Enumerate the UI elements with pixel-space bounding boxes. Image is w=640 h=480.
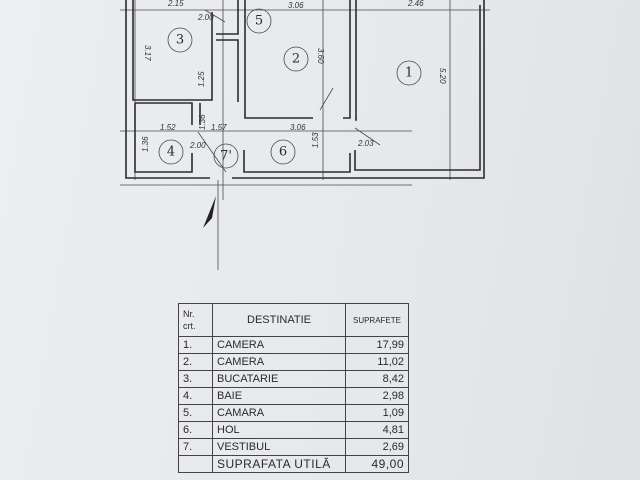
dimension-label: 1.53 xyxy=(311,132,320,148)
door-swing xyxy=(319,87,334,111)
dimension-label: 3.06 xyxy=(288,1,304,10)
row-nr: 5. xyxy=(178,404,213,422)
room-number-5: 5 xyxy=(255,14,263,29)
row-nr: 4. xyxy=(178,387,213,405)
row-suprafata: 2,69 xyxy=(345,438,409,456)
room-marker-6 xyxy=(270,139,296,165)
row-suprafata: 4,81 xyxy=(345,421,409,439)
kitchen-wall xyxy=(132,0,239,102)
dimension-label: 5.20 xyxy=(438,68,447,84)
row-destinatie: BAIE xyxy=(212,387,346,405)
total-label: SUPRAFATA UTILĂ xyxy=(212,455,346,473)
dimension-label: 1.25 xyxy=(197,71,206,87)
lower-walls xyxy=(134,5,481,173)
row-nr: 7. xyxy=(178,438,213,456)
north-arrow-icon xyxy=(203,196,216,228)
row-nr: 6. xyxy=(178,421,213,439)
dimension-label: 2.00 xyxy=(197,13,214,22)
row-destinatie: CAMARA xyxy=(212,404,346,422)
dimension-label: 3.06 xyxy=(290,123,306,132)
row-suprafata: 11,02 xyxy=(345,353,409,371)
row-suprafata: 8,42 xyxy=(345,370,409,388)
row-suprafata: 1,09 xyxy=(345,404,409,422)
room-number-3: 3 xyxy=(176,33,184,48)
row-nr: 3. xyxy=(178,370,213,388)
room-number-4: 4 xyxy=(167,145,175,160)
room-number-2: 2 xyxy=(292,52,300,67)
dimension-label: 1.36 xyxy=(198,114,207,130)
room-number-6: 6 xyxy=(279,145,287,160)
dimension-label: 2.46 xyxy=(407,0,424,8)
header-nr: Nr. crt. xyxy=(178,303,213,337)
row-destinatie: HOL xyxy=(212,421,346,439)
room-marker-7 xyxy=(213,143,239,169)
row-destinatie: CAMERA xyxy=(212,336,346,354)
room-number-1: 1 xyxy=(405,66,413,81)
outer-wall xyxy=(125,0,485,179)
door-swing xyxy=(204,9,226,23)
room-marker-3 xyxy=(167,27,193,53)
row-suprafata: 2,98 xyxy=(345,387,409,405)
total-empty-cell xyxy=(178,455,213,473)
row-destinatie: CAMERA xyxy=(212,353,346,371)
row-destinatie: BUCATARIE xyxy=(212,370,346,388)
dimension-label: 1.36 xyxy=(141,136,150,152)
dimension-label: 3.17 xyxy=(143,45,152,61)
row-nr: 2. xyxy=(178,353,213,371)
row-nr: 1. xyxy=(178,336,213,354)
header-destinatie: DESTINATIE xyxy=(212,303,346,337)
room-marker-4 xyxy=(158,139,184,165)
dimension-label: 2.03 xyxy=(357,139,374,148)
dimension-label: 3.60 xyxy=(316,48,325,64)
total-value: 49,00 xyxy=(345,455,409,473)
header-suprafete: SUPRAFETE xyxy=(345,303,409,337)
room-marker-2 xyxy=(283,46,309,72)
room-marker-5 xyxy=(246,8,272,34)
dimension-label: 2.15 xyxy=(167,0,184,8)
door-swing xyxy=(354,127,381,146)
table-header-row: Nr. crt. DESTINATIE SUPRAFETE xyxy=(178,303,409,337)
row-suprafata: 17,99 xyxy=(345,336,409,354)
row-destinatie: VESTIBUL xyxy=(212,438,346,456)
dimension-label: 2.00 xyxy=(189,141,206,150)
room-markers: 1 2 3 4 5 6 7' xyxy=(158,8,422,169)
dimension-label: 1.57 xyxy=(211,123,227,132)
room-marker-1 xyxy=(396,60,422,86)
dimension-labels: 2.15 2.00 3.06 2.46 3.17 3.60 5.20 1.25 … xyxy=(141,0,447,152)
floor-plan: 1 2 3 4 5 6 7' 2.15 2.00 3.06 2.46 3.17 … xyxy=(120,0,490,270)
room-2-wall xyxy=(244,0,357,121)
dimension-label: 1.52 xyxy=(160,123,176,132)
door-swing xyxy=(197,131,227,173)
room-number-7: 7' xyxy=(220,149,232,164)
